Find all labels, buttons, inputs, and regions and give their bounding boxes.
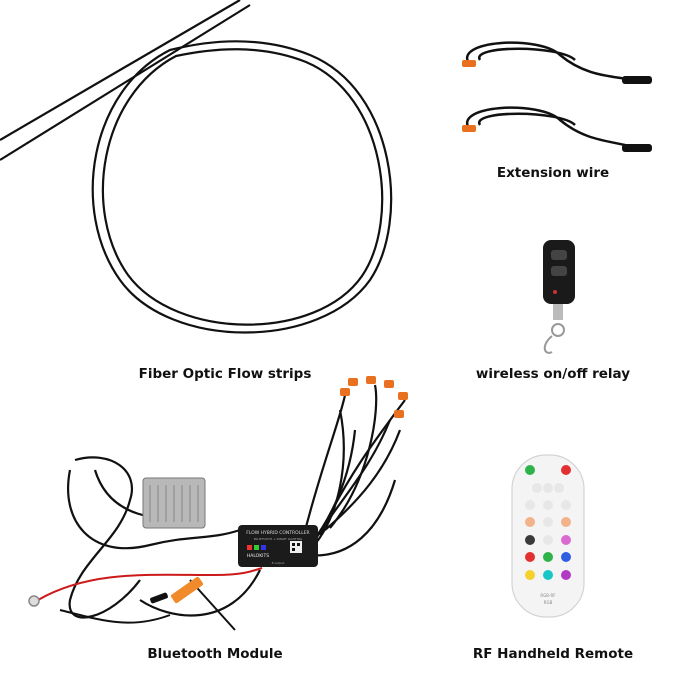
controller-box: FLOW HYBRID CONTROLLER BLUETOOTH + SMART… bbox=[238, 525, 318, 567]
extension-wire-2 bbox=[462, 106, 652, 152]
caption-bluetooth-module: Bluetooth Module bbox=[147, 646, 283, 662]
module-brand-text: HALOKITS bbox=[247, 553, 269, 559]
fiber-optic-strips bbox=[0, 0, 393, 334]
caption-fiber-strips: Fiber Optic Flow strips bbox=[138, 366, 312, 382]
power-leads bbox=[28, 567, 263, 631]
relay-keyfob bbox=[543, 240, 575, 354]
power-converter bbox=[142, 477, 206, 529]
fuse-tag bbox=[170, 576, 204, 604]
remote-tag-text: RGB bbox=[544, 600, 553, 605]
module-output-text: 8 output bbox=[272, 561, 286, 565]
rf-remote: RGB-RF RGB bbox=[511, 454, 585, 618]
module-subtitle-text: BLUETOOTH + SMART LIGHTING bbox=[254, 537, 303, 541]
caption-extension-wire: Extension wire bbox=[496, 165, 610, 181]
extension-wire-1 bbox=[462, 41, 652, 84]
extension-wires bbox=[462, 41, 652, 152]
fuse-holder bbox=[150, 592, 168, 604]
caption-rf-remote: RF Handheld Remote bbox=[472, 646, 634, 662]
bluetooth-module-assembly: FLOW HYBRID CONTROLLER BLUETOOTH + SMART… bbox=[28, 376, 408, 631]
caption-relay: wireless on/off relay bbox=[475, 366, 631, 382]
module-title-text: FLOW HYBRID CONTROLLER bbox=[246, 530, 309, 536]
remote-model-text: RGB-RF bbox=[540, 593, 556, 598]
